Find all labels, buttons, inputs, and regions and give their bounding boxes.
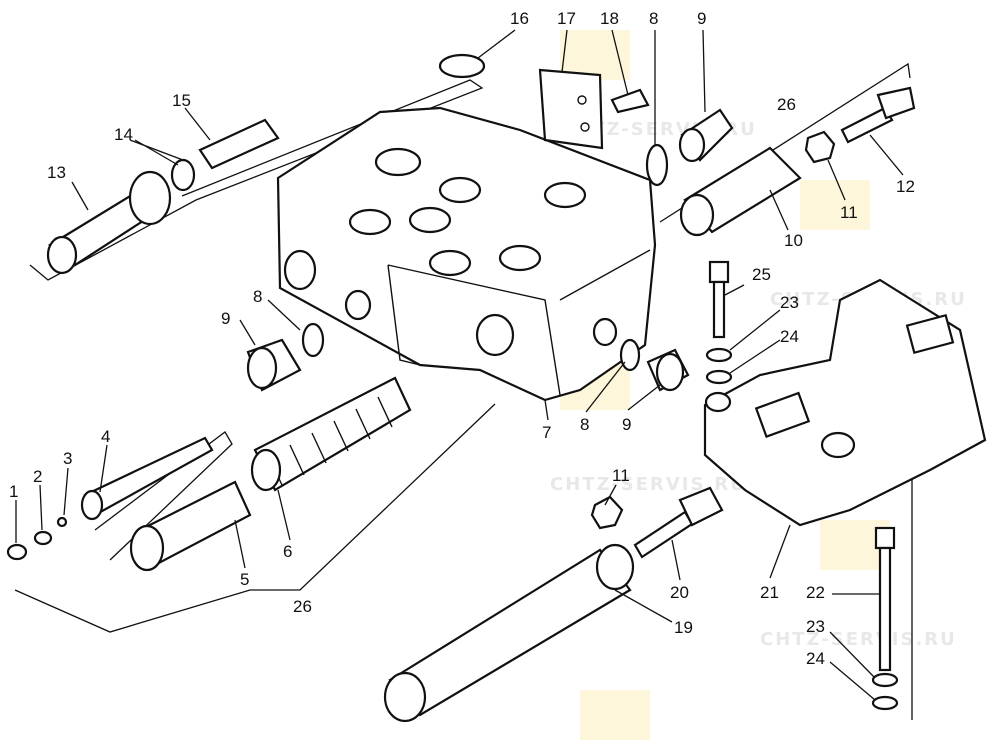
callout-25: 25 xyxy=(752,265,771,284)
spool-13 xyxy=(46,118,280,275)
callout-15: 15 xyxy=(172,91,191,110)
plug-9-right xyxy=(646,348,690,392)
leader-lines xyxy=(15,29,904,701)
callout-22: 22 xyxy=(806,583,825,602)
callout-11-lower: 11 xyxy=(612,466,630,485)
bolt-12 xyxy=(840,86,916,144)
washer-24-top xyxy=(705,369,733,385)
o-ring-8-top xyxy=(645,143,669,187)
callout-18: 18 xyxy=(600,9,619,28)
bolt-22 xyxy=(874,526,896,672)
callout-9-left: 9 xyxy=(221,309,230,328)
spool-4 xyxy=(80,436,214,521)
callout-21: 21 xyxy=(760,583,779,602)
callout-9-right: 9 xyxy=(622,415,631,434)
bolt-25 xyxy=(708,260,730,339)
callout-8-left: 8 xyxy=(253,287,262,306)
callout-23-top: 23 xyxy=(780,293,799,312)
cap-1 xyxy=(6,543,28,561)
callout-10: 10 xyxy=(784,231,803,250)
frame-spool-4 xyxy=(94,431,233,561)
callout-14: 14 xyxy=(114,125,133,144)
cover-21 xyxy=(703,278,987,527)
callout-24-top: 24 xyxy=(780,327,799,346)
spool-19 xyxy=(383,543,635,723)
watermark-text-4: CHTZ-SERVIS.RU xyxy=(760,629,957,650)
spring-6 xyxy=(250,376,412,492)
callout-26-top: 26 xyxy=(777,95,796,114)
callout-8-right: 8 xyxy=(580,415,589,434)
callout-19: 19 xyxy=(674,618,693,637)
o-ring-8-right xyxy=(619,338,641,372)
plug-9-top xyxy=(678,108,734,163)
o-ring-16 xyxy=(438,53,486,79)
callout-24-lower: 24 xyxy=(806,649,825,668)
callout-17: 17 xyxy=(557,9,576,28)
callout-11-top: 11 xyxy=(840,203,858,222)
spring-2 xyxy=(33,530,53,546)
sleeve-5 xyxy=(129,480,252,572)
washer-24-lower xyxy=(871,695,899,711)
leader-26-bottom xyxy=(14,403,496,633)
washer-23-lower xyxy=(871,672,899,688)
callout-20: 20 xyxy=(670,583,689,602)
callout-12: 12 xyxy=(896,177,915,196)
watermark-text-3: CHTZ-SERVIS.RU xyxy=(550,474,747,495)
callout-1: 1 xyxy=(9,482,18,501)
callout-26-bottom: 26 xyxy=(293,597,312,616)
callout-3: 3 xyxy=(63,449,72,468)
screw-20 xyxy=(633,486,724,559)
callout-labels: 1 2 3 4 5 6 7 8 8 8 9 9 9 10 11 11 12 13… xyxy=(9,9,915,668)
callout-16: 16 xyxy=(510,9,529,28)
callout-13: 13 xyxy=(47,163,66,182)
callout-5: 5 xyxy=(240,570,249,589)
callout-9-top: 9 xyxy=(697,9,706,28)
callout-23-lower: 23 xyxy=(806,617,825,636)
plug-9-left xyxy=(246,338,302,392)
callout-6: 6 xyxy=(283,542,292,561)
washer-23-top xyxy=(705,347,733,363)
ball-3 xyxy=(56,516,68,528)
nut-11-top xyxy=(804,130,836,164)
callout-4: 4 xyxy=(101,427,110,446)
plate-17 xyxy=(538,68,650,150)
o-ring-8-left xyxy=(301,322,325,358)
spool-10 xyxy=(679,146,802,237)
callout-7: 7 xyxy=(542,423,551,442)
callout-2: 2 xyxy=(33,467,42,486)
valve-housing xyxy=(276,106,657,402)
callout-8-top: 8 xyxy=(649,9,658,28)
